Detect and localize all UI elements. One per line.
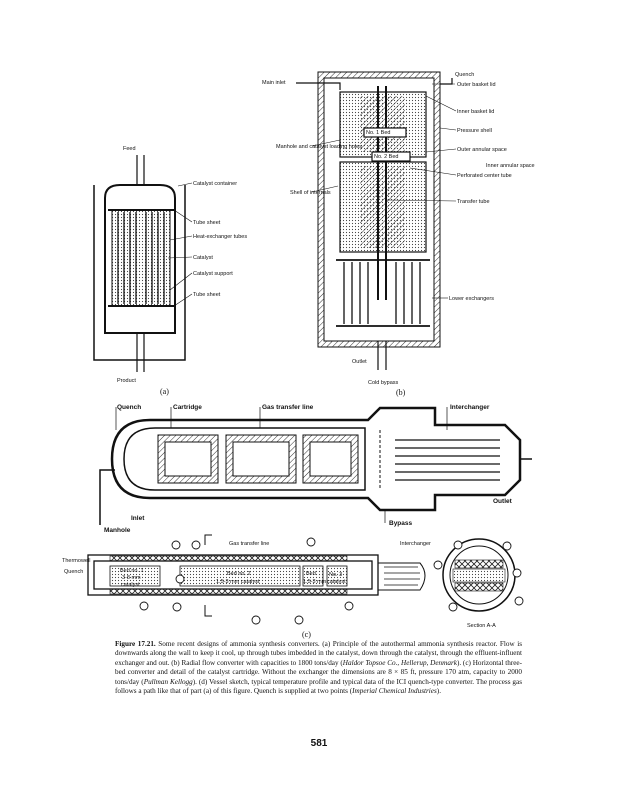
- label-manhole-loading-holes: Manhole and catalyst loading holes: [276, 144, 362, 150]
- label-outer-annular-space: Outer annular space: [457, 147, 507, 153]
- label-interchanger: Interchanger: [450, 404, 490, 411]
- label-gas-transfer-line: Gas transfer line: [262, 404, 314, 411]
- label-outlet: Outlet: [352, 359, 367, 365]
- label-no3-catalyst: catalyst: [327, 579, 346, 585]
- figure-c-horizontal-converter: [99, 406, 532, 525]
- label-heat-exchanger-tubes: Heat-exchanger tubes: [193, 234, 247, 240]
- caption-source-2: Pullman Kellogg: [143, 677, 193, 686]
- label-quench: Quench: [455, 72, 474, 78]
- caption-text-4: ).: [436, 687, 441, 696]
- label-bed-no1: Bed no. 1: [120, 568, 144, 574]
- label-quench-c: Quench: [117, 404, 141, 411]
- caption-source-3: Imperial Chemical Industries: [352, 687, 437, 696]
- label-pressure-shell: Pressure shell: [457, 128, 492, 134]
- label-outlet-c: Outlet: [493, 498, 513, 505]
- figure-c-leaders: [115, 407, 448, 523]
- figure-b-leaders: [311, 83, 457, 299]
- figure-a-tag: (a): [160, 387, 169, 396]
- figure-c-labels: Quench Cartridge Gas transfer line Inter…: [104, 404, 513, 534]
- caption-text-2: ). (c) Horizontal three-bed converter an…: [115, 658, 522, 686]
- label-manhole: Manhole: [104, 527, 131, 534]
- figure-a-leaders: [167, 182, 193, 307]
- label-feed: Feed: [123, 146, 136, 152]
- label-bypass: Bypass: [389, 520, 413, 527]
- label-gas-transfer-line-detail: Gas transfer line: [229, 541, 269, 547]
- figure-c-detail-cartridge: [87, 534, 516, 617]
- label-no3: No. 3: [329, 572, 342, 578]
- label-catalyst-support: Catalyst support: [193, 271, 233, 277]
- figure-b-labels: Main inlet Quench Outer basket lid Inner…: [262, 72, 535, 397]
- label-bed2-catalyst: 1.5-3 mm catalyst: [216, 579, 260, 585]
- label-perforated-center-tube: Perforated center tube: [457, 173, 512, 179]
- label-bed-no2: Bed no. 2: [227, 571, 251, 577]
- label-cartridge: Cartridge: [173, 404, 202, 411]
- label-outer-basket-lid: Outer basket lid: [457, 82, 496, 88]
- figure-b-radial-converter: [296, 71, 453, 370]
- label-tube-sheet-top: Tube sheet: [193, 220, 221, 226]
- caption-source-1: Haldor Topsoe Co., Hellerup, Denmark: [342, 658, 457, 667]
- label-interchanger-detail: Interchanger: [400, 541, 431, 547]
- caption-text-1: Some recent designs of ammonia synthesis…: [115, 640, 523, 667]
- figure-c-detail-callouts: [139, 537, 524, 625]
- figure-c-tag: (c): [302, 630, 311, 639]
- label-cold-bypass: Cold bypass: [368, 380, 399, 386]
- caption-text-3: ). (d) Vessel sketch, typical temperatur…: [115, 677, 522, 696]
- figure-c-detail-labels: Gas transfer line Interchanger Thermowel…: [62, 541, 496, 639]
- label-transfer-tube: Transfer tube: [457, 199, 490, 205]
- label-no1-bed: No. 1 Bed: [366, 130, 390, 136]
- label-bed1-size: 3-8 mm: [122, 575, 141, 581]
- caption-title: Figure 17.21.: [115, 640, 156, 648]
- label-bed: Bed: [306, 571, 316, 577]
- figure-a-labels: Feed Catalyst container Tube sheet Heat-…: [117, 146, 247, 396]
- label-bed-size: 1.5-3 mm: [303, 579, 327, 585]
- label-inlet-c: Inlet: [131, 515, 145, 522]
- label-thermowell: Thermowell: [62, 558, 90, 564]
- label-quench-detail: Quench: [64, 569, 83, 575]
- figure-a-reactor-diagram: [93, 155, 186, 372]
- label-product: Product: [117, 378, 136, 384]
- figure-caption: Figure 17.21. Some recent designs of amm…: [115, 640, 522, 696]
- label-main-inlet: Main inlet: [262, 80, 286, 86]
- label-lower-exchangers: Lower exchangers: [449, 296, 494, 302]
- figure-b-tag: (b): [396, 388, 406, 397]
- label-catalyst-container: Catalyst container: [193, 181, 237, 187]
- label-tube-sheet-bottom: Tube sheet: [193, 292, 221, 298]
- label-shell-of-internals: Shell of internals: [290, 190, 331, 196]
- label-bed1-catalyst: catalyst: [121, 582, 140, 588]
- page-number: 581: [310, 738, 328, 749]
- label-section-aa: Section A-A: [467, 623, 496, 629]
- label-catalyst: Catalyst: [193, 255, 213, 261]
- label-inner-annular-space: Inner annular space: [486, 163, 535, 169]
- label-inner-basket-lid: Inner basket lid: [457, 109, 494, 115]
- label-no2-bed: No. 2 Bed: [374, 154, 398, 160]
